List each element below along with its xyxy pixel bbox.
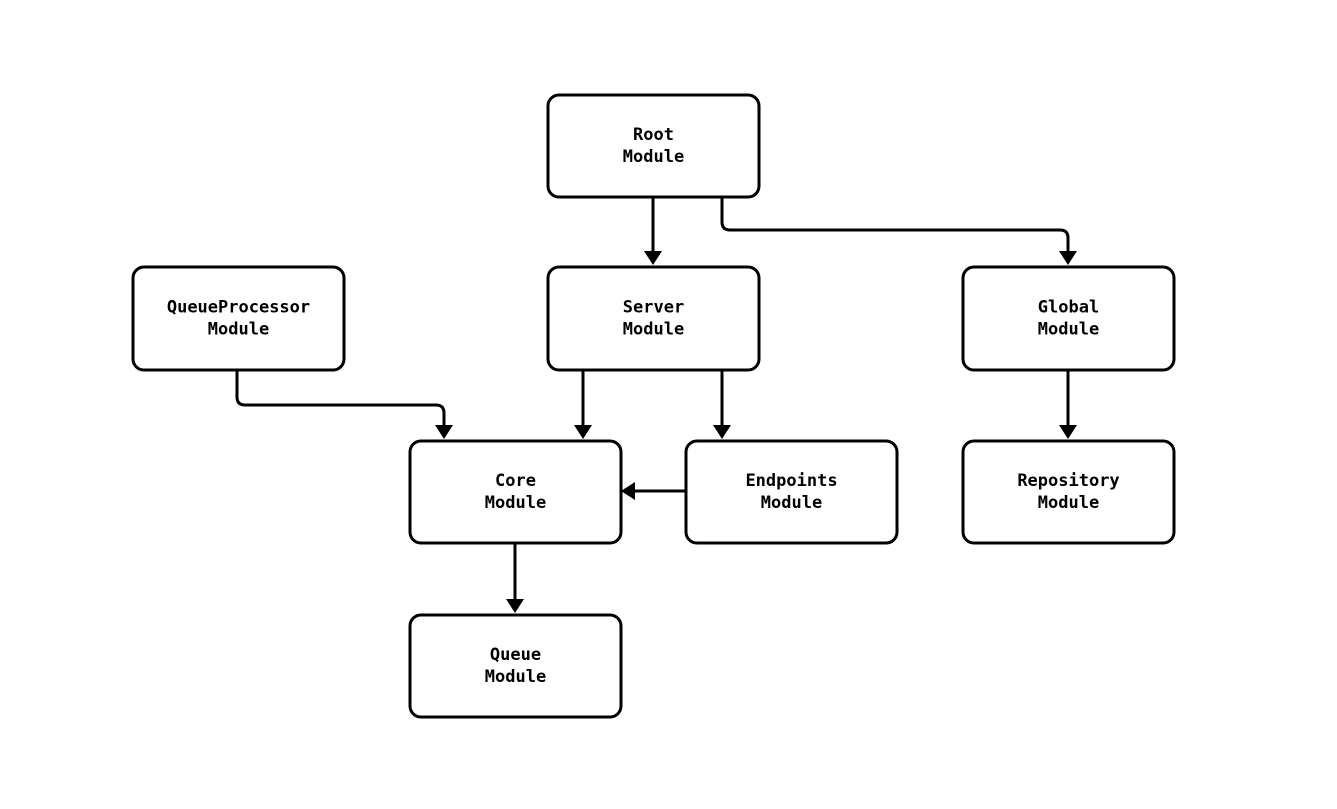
node-label-line2: Module bbox=[623, 320, 684, 340]
node-label-line1: Core bbox=[495, 471, 536, 491]
edges-layer bbox=[235, 197, 1077, 613]
node-label-line1: QueueProcessor bbox=[167, 298, 310, 318]
arrowhead-icon bbox=[713, 425, 731, 439]
edge-line bbox=[235, 370, 446, 429]
nodes-layer: RootModuleQueueProcessorModuleServerModu… bbox=[131, 93, 1176, 719]
edge-server-to-endpoints bbox=[713, 370, 731, 439]
node-box[interactable] bbox=[684, 439, 899, 545]
node-label-line1: Root bbox=[633, 125, 674, 145]
node-box[interactable] bbox=[961, 439, 1176, 545]
node-label-line1: Global bbox=[1038, 298, 1099, 318]
node-label-line2: Module bbox=[208, 320, 269, 340]
arrowhead-icon bbox=[435, 425, 453, 439]
arrowhead-icon bbox=[1059, 251, 1077, 265]
node-label-line2: Module bbox=[623, 147, 684, 167]
arrowhead-icon bbox=[1059, 425, 1077, 439]
edge-line bbox=[720, 197, 1070, 255]
node-box[interactable] bbox=[546, 265, 761, 372]
node-label-line1: Repository bbox=[1017, 471, 1119, 491]
edge-endpoints-to-core bbox=[621, 482, 686, 500]
edge-global-to-repository bbox=[1059, 370, 1077, 439]
edge-root-to-server bbox=[644, 197, 662, 265]
node-box[interactable] bbox=[408, 613, 623, 719]
edge-queueprocessor-to-core bbox=[235, 370, 453, 439]
arrowhead-icon bbox=[574, 425, 592, 439]
edge-server-to-core bbox=[574, 370, 592, 439]
node-label-line1: Server bbox=[623, 298, 684, 318]
node-label-line1: Endpoints bbox=[745, 471, 837, 491]
edge-root-to-global bbox=[720, 197, 1077, 265]
arrowhead-icon bbox=[644, 251, 662, 265]
node-label-line2: Module bbox=[485, 667, 546, 687]
arrowhead-icon bbox=[506, 599, 524, 613]
node-label-line2: Module bbox=[1038, 320, 1099, 340]
edge-core-to-queue bbox=[506, 543, 524, 613]
arrowhead-icon bbox=[621, 482, 635, 500]
node-label-line2: Module bbox=[1038, 493, 1099, 513]
node-box[interactable] bbox=[408, 439, 623, 545]
node-label-line1: Queue bbox=[490, 645, 541, 665]
node-box[interactable] bbox=[961, 265, 1176, 372]
node-box[interactable] bbox=[131, 265, 346, 372]
node-label-line2: Module bbox=[761, 493, 822, 513]
node-label-line2: Module bbox=[485, 493, 546, 513]
node-box[interactable] bbox=[546, 93, 761, 199]
